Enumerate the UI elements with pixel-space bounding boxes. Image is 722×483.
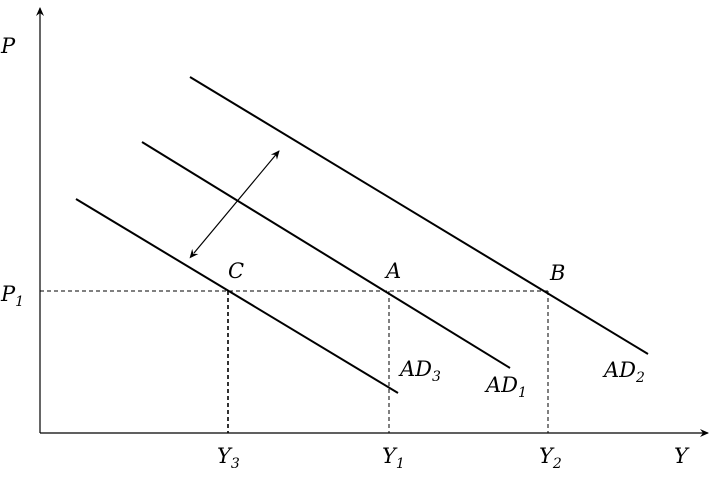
shift-double-arrow [189, 150, 280, 259]
y-axis-label: P [0, 34, 16, 58]
ad3-curve [75, 198, 399, 394]
point-b-label: B [549, 261, 565, 285]
y2-label: Y2 [539, 444, 562, 472]
ad1-curve [141, 141, 511, 369]
x-axis-label: Y [674, 444, 690, 468]
point-c-label: C [228, 259, 244, 283]
ad2-label: AD2 [602, 358, 645, 386]
ad1-label: AD1 [484, 373, 527, 401]
ad2-curve [189, 76, 649, 355]
y3-label: Y3 [217, 444, 240, 472]
point-a-label: A [384, 259, 401, 283]
y1-label: Y1 [382, 444, 405, 472]
ad3-label: AD3 [398, 357, 441, 385]
price-level-label: P1 [0, 282, 24, 310]
